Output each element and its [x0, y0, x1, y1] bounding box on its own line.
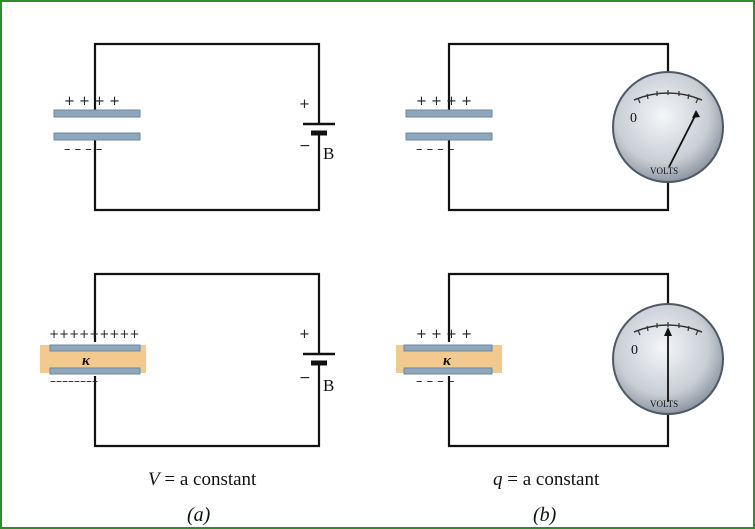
- capacitor-plate-bottom: [53, 132, 141, 141]
- capacitor-plate-bottom: [405, 132, 493, 141]
- battery-icon: [303, 122, 335, 138]
- capacitor-plate-top: [405, 109, 493, 118]
- capacitor-plate-top: [403, 344, 493, 352]
- dielectric-label: κ: [443, 353, 452, 369]
- wire-a-bottom: [93, 272, 321, 448]
- circuit-b-top: + + + + – – – – 0 VOLTS: [405, 42, 724, 212]
- capacitor-plate-bottom: [403, 367, 493, 375]
- dielectric-label: κ: [82, 353, 91, 369]
- caption-b: q = a constant: [493, 469, 600, 490]
- plate-positive-charges: +++++++++: [49, 327, 140, 341]
- plate-negative-charges: – – – –: [416, 142, 454, 157]
- battery-icon: [303, 352, 335, 368]
- battery-plus-sign: +: [299, 97, 310, 112]
- capacitor-plate-bottom: [49, 367, 141, 375]
- wire-b-top: [447, 42, 670, 212]
- capacitor-plate-top: [49, 344, 141, 352]
- meter-zero-label: 0: [631, 343, 638, 358]
- capacitor-icon: [405, 109, 493, 141]
- caption-b-text: = a constant: [503, 469, 600, 490]
- battery-minus-sign: −: [299, 138, 311, 154]
- battery-minus-sign: −: [299, 370, 311, 386]
- battery-label: B: [323, 144, 334, 163]
- plate-negative-charges: – – – –: [416, 374, 454, 389]
- capacitor-icon: [53, 109, 141, 141]
- circuit-a-bottom: κ +++++++++ –––––––– + − B: [40, 272, 335, 448]
- capacitor-plate-top: [53, 109, 141, 118]
- circuit-b-bottom: κ + + + + – – – – 0 VOLTS: [396, 272, 724, 448]
- circuit-a-top: + + + + – – – – + − B: [53, 42, 335, 212]
- plate-negative-charges: – – – –: [64, 142, 102, 157]
- panel-label-a: (a): [187, 504, 211, 526]
- plate-negative-charges: ––––––––: [50, 374, 98, 388]
- battery-plus-sign: +: [299, 327, 310, 342]
- wire-b-bottom: [447, 272, 670, 448]
- meter-unit-label: VOLTS: [650, 166, 678, 176]
- wire-a-top: [93, 42, 321, 212]
- plate-positive-charges: + + + +: [416, 327, 472, 342]
- caption-b-variable: q: [493, 469, 503, 490]
- caption-a-text: = a constant: [160, 469, 257, 490]
- meter-unit-label: VOLTS: [650, 399, 678, 409]
- caption-a-variable: V: [148, 469, 162, 490]
- panel-label-b: (b): [533, 504, 557, 526]
- voltmeter-icon: [612, 303, 724, 415]
- caption-a: V = a constant: [148, 469, 257, 490]
- meter-zero-label: 0: [630, 111, 637, 126]
- voltmeter-icon: [612, 71, 724, 183]
- plate-positive-charges: + + + +: [416, 94, 472, 109]
- plate-positive-charges: + + + +: [64, 94, 120, 109]
- battery-label: B: [323, 376, 334, 395]
- meter-needle: [668, 113, 697, 168]
